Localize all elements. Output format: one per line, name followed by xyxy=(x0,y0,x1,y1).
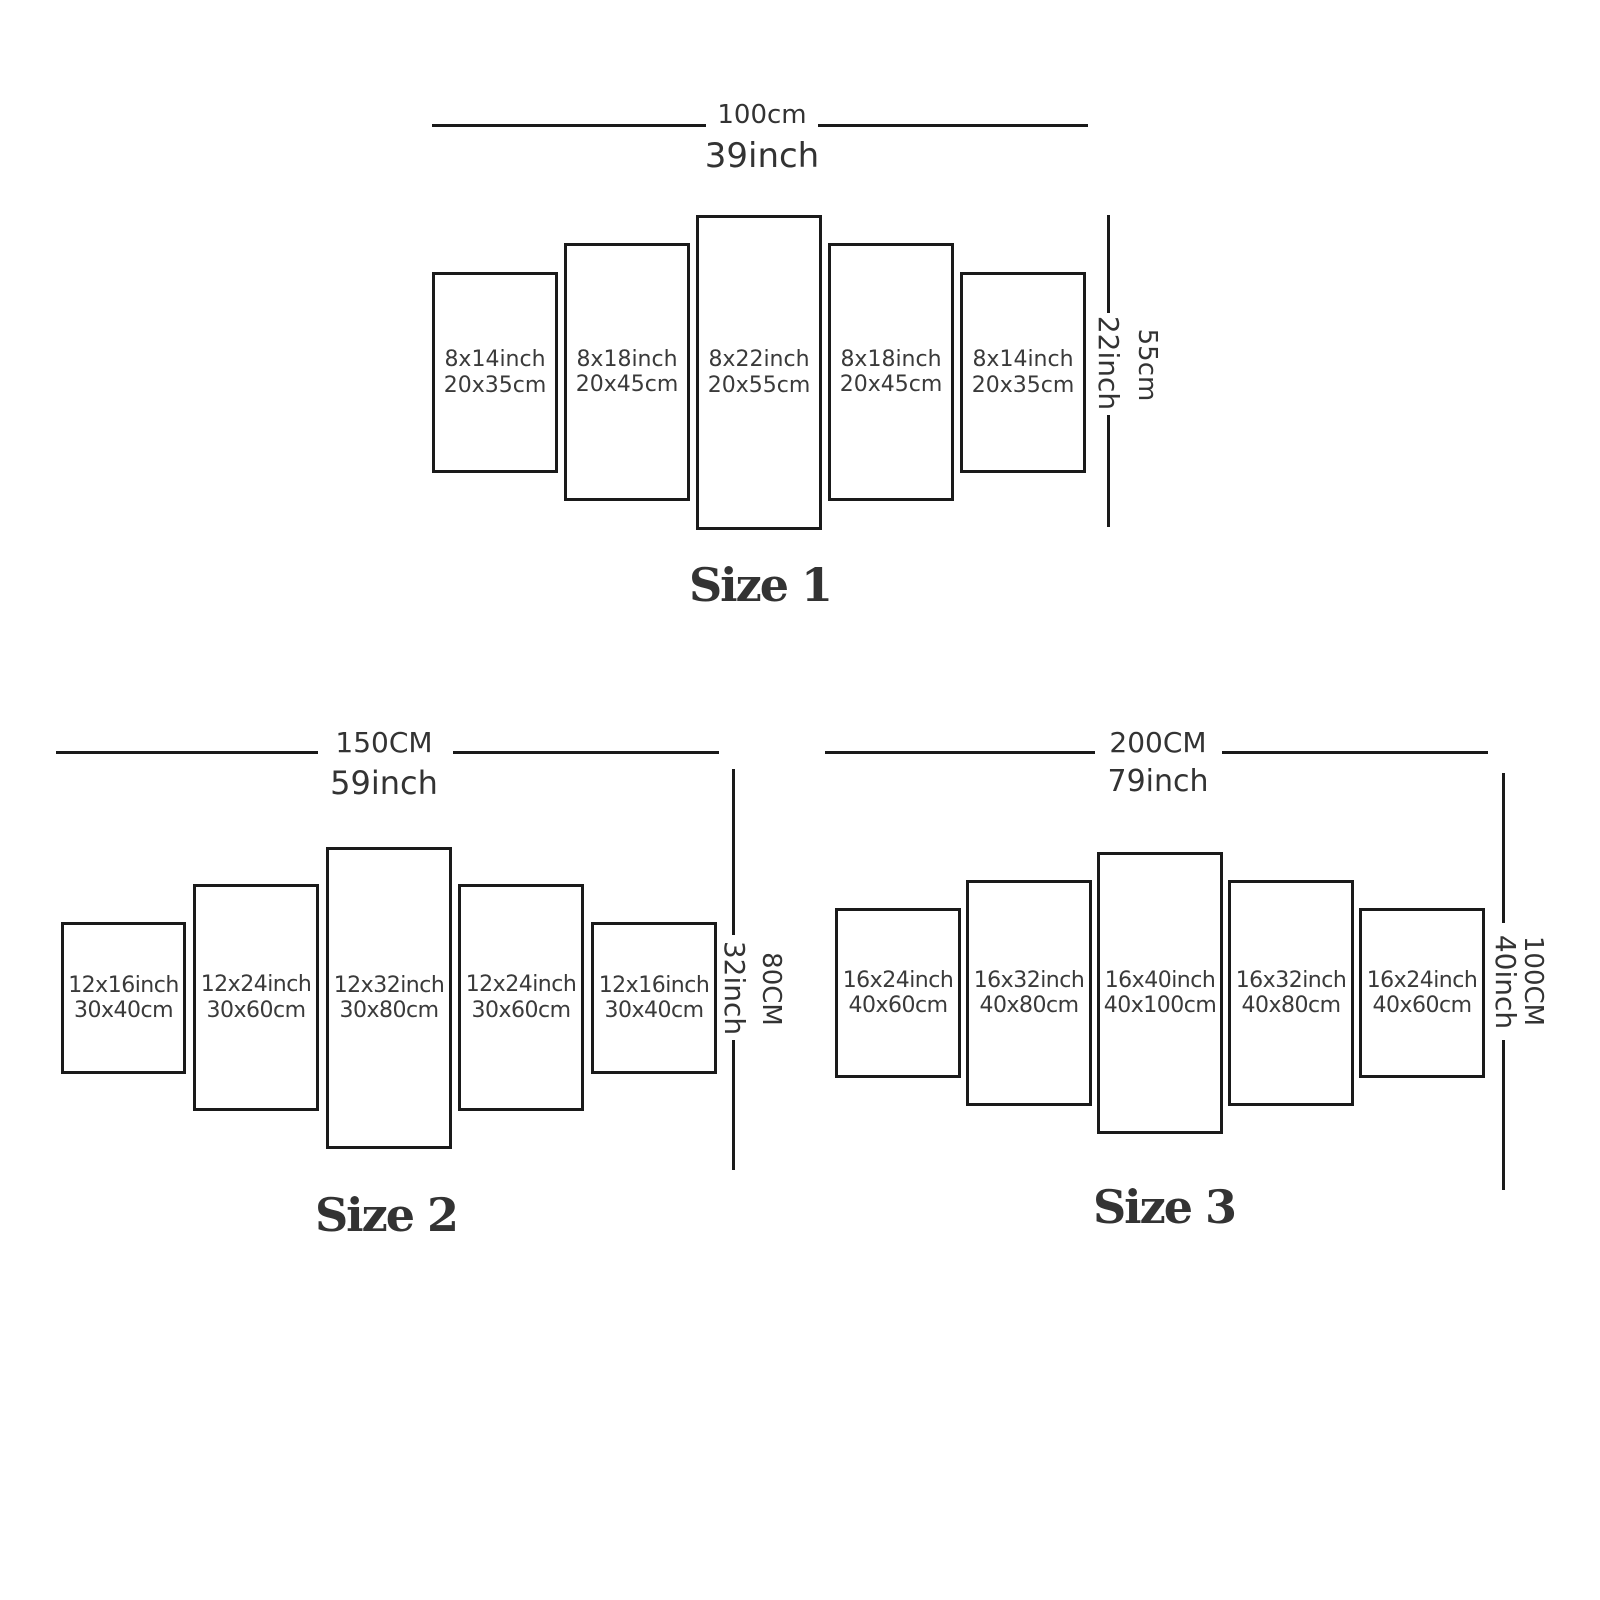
panel-inch-size: 12x16inch xyxy=(68,972,179,998)
size2-panel-3: 12x32inch 30x80cm xyxy=(326,847,452,1149)
size2-height-line-bottom xyxy=(732,1040,735,1170)
panel-cm-size: 40x80cm xyxy=(979,993,1079,1018)
panel-cm-size: 20x45cm xyxy=(575,372,679,397)
size2-width-line-right xyxy=(453,751,719,754)
size3-width-cm: 200CM xyxy=(1109,726,1207,759)
panel-cm-size: 40x100cm xyxy=(1103,993,1217,1018)
panel-cm-size: 40x60cm xyxy=(1372,993,1472,1018)
size1-panel-2: 8x18inch 20x45cm xyxy=(564,243,690,501)
panel-inch-size: 16x24inch xyxy=(842,967,954,993)
panel-inch-size: 8x22inch xyxy=(708,347,810,373)
size3-panel-2: 16x32inch 40x80cm xyxy=(966,880,1092,1106)
panel-cm-size: 20x35cm xyxy=(443,372,547,398)
size1-panel-4: 8x18inch 20x45cm xyxy=(828,243,954,501)
size1-height-inch: 22inch xyxy=(1092,315,1125,411)
panel-inch-size: 16x24inch xyxy=(1366,967,1478,993)
size1-height-cm: 55cm xyxy=(1132,328,1162,402)
size2-height-line-top xyxy=(732,769,735,935)
size3-height-line-top xyxy=(1502,773,1505,923)
size2-width-inch: 59inch xyxy=(330,764,438,802)
size3-panel-3: 16x40inch 40x100cm xyxy=(1097,852,1223,1134)
size2-height-inch: 32inch xyxy=(718,940,751,1036)
size2-title: Size 2 xyxy=(314,1188,459,1242)
size3-width-line-left xyxy=(825,751,1095,754)
panel-inch-size: 12x16inch xyxy=(598,972,710,998)
size1-width-cm: 100cm xyxy=(717,100,807,130)
size1-height-line-top xyxy=(1107,215,1110,313)
size3-panel-1: 16x24inch 40x60cm xyxy=(835,908,961,1078)
panel-inch-size: 16x40inch xyxy=(1104,967,1216,993)
size3-width-inch: 79inch xyxy=(1107,764,1209,799)
panel-cm-size: 30x80cm xyxy=(339,998,439,1023)
size2-width-cm: 150CM xyxy=(335,726,433,759)
size3-height-cm: 100CM xyxy=(1518,935,1548,1027)
size1-width-inch: 39inch xyxy=(704,136,820,176)
panel-inch-size: 8x14inch xyxy=(972,347,1074,373)
size3-width-line-right xyxy=(1222,751,1488,754)
size2-height-cm: 80CM xyxy=(756,952,786,1026)
panel-cm-size: 30x60cm xyxy=(206,997,306,1023)
panel-inch-size: 12x24inch xyxy=(200,972,312,998)
size1-panel-5: 8x14inch 20x35cm xyxy=(960,272,1086,473)
size1-width-line-right xyxy=(818,124,1088,127)
size2-panel-2: 12x24inch 30x60cm xyxy=(193,884,319,1111)
panel-inch-size: 8x18inch xyxy=(840,346,942,372)
panel-cm-size: 30x60cm xyxy=(471,997,571,1023)
size1-panel-3: 8x22inch 20x55cm xyxy=(696,215,822,530)
panel-cm-size: 20x35cm xyxy=(971,372,1075,398)
panel-cm-size: 30x40cm xyxy=(73,998,174,1023)
panel-cm-size: 40x80cm xyxy=(1241,993,1341,1018)
size2-width-line-left xyxy=(56,751,318,754)
panel-inch-size: 12x32inch xyxy=(333,972,445,998)
panel-inch-size: 12x24inch xyxy=(465,972,577,998)
size1-title: Size 1 xyxy=(688,558,833,612)
panel-cm-size: 40x60cm xyxy=(848,993,948,1018)
panel-inch-size: 8x14inch xyxy=(444,347,546,373)
panel-cm-size: 20x55cm xyxy=(707,372,811,398)
size3-height-inch: 40inch xyxy=(1489,934,1522,1030)
size3-panel-4: 16x32inch 40x80cm xyxy=(1228,880,1354,1106)
size2-panel-4: 12x24inch 30x60cm xyxy=(458,884,584,1111)
size3-title: Size 3 xyxy=(1092,1180,1237,1234)
panel-cm-size: 20x45cm xyxy=(839,372,943,397)
size1-panel-1: 8x14inch 20x35cm xyxy=(432,272,558,473)
panel-cm-size: 30x40cm xyxy=(604,998,704,1023)
panel-inch-size: 8x18inch xyxy=(576,346,678,372)
size2-panel-5: 12x16inch 30x40cm xyxy=(591,922,717,1074)
size1-height-line-bottom xyxy=(1107,415,1110,527)
size3-panel-5: 16x24inch 40x60cm xyxy=(1359,908,1485,1078)
panel-inch-size: 16x32inch xyxy=(1235,967,1347,993)
size3-height-line-bottom xyxy=(1502,1040,1505,1190)
size2-panel-1: 12x16inch 30x40cm xyxy=(61,922,186,1074)
panel-inch-size: 16x32inch xyxy=(973,967,1085,993)
size1-width-line-left xyxy=(432,124,706,127)
